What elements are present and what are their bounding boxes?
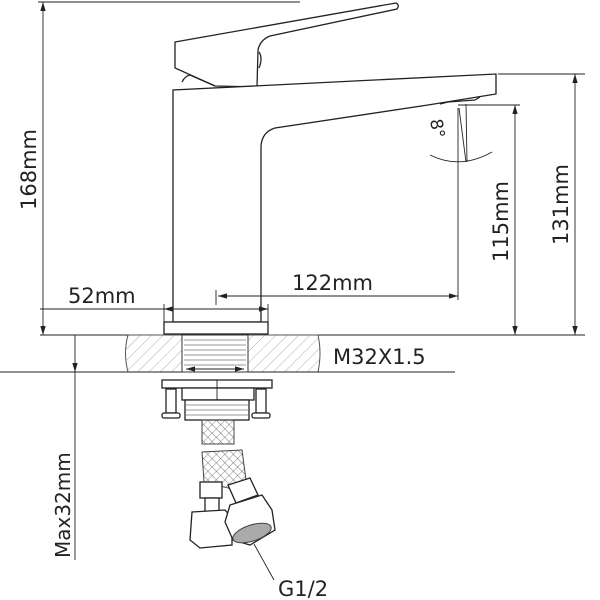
label-base-width: 52mm: [68, 284, 136, 308]
label-max-counter: Max32mm: [51, 452, 75, 558]
dimension-131: 131mm: [498, 73, 585, 335]
dimension-max32: Max32mm: [51, 335, 78, 560]
label-spout-height: 131mm: [549, 164, 573, 245]
label-total-height: 168mm: [17, 129, 41, 210]
label-thread: M32X1.5: [333, 345, 426, 369]
supply-hose: [189, 419, 276, 549]
dimension-52: 52mm: [40, 284, 269, 334]
dimension-115: 115mm: [458, 104, 520, 335]
label-spray-angle: 8°: [425, 117, 448, 140]
dimension-168: 168mm: [17, 1, 300, 335]
lever-handle: [174, 2, 399, 88]
dimension-122: 122mm: [215, 108, 459, 305]
faucet-body: [172, 73, 497, 323]
label-connection: G1/2: [278, 577, 328, 600]
base-plate: [163, 321, 269, 335]
label-outlet-height: 115mm: [489, 181, 513, 262]
label-spout-reach: 122mm: [292, 271, 373, 295]
mounting-hardware: [161, 379, 273, 421]
countertop-section: M32X1.5: [0, 334, 455, 373]
connection-callout: G1/2: [253, 543, 328, 600]
spray-angle: 8°: [425, 103, 493, 163]
